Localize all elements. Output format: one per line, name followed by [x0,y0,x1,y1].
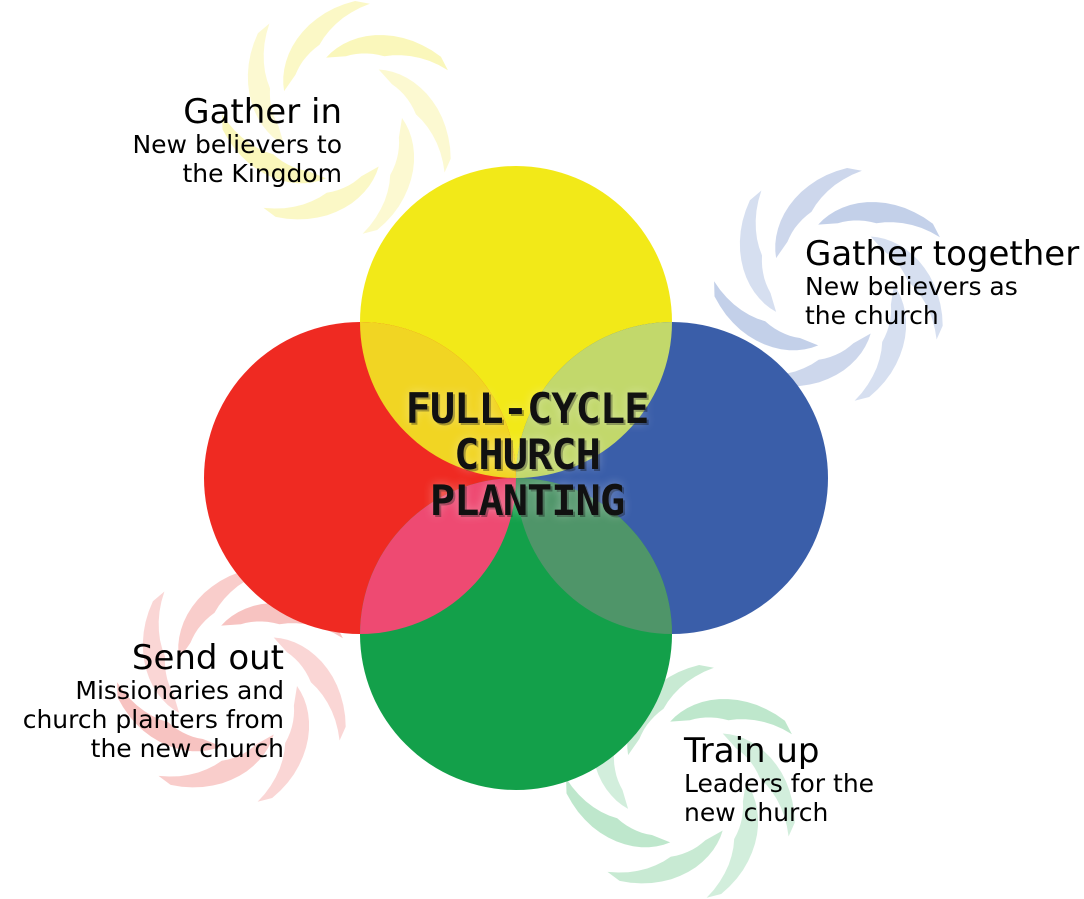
swirl-arm [566,778,671,848]
send-out-desc-line-1: Missionaries and [75,676,284,705]
gather-together-desc-line-1: New believers as [805,272,1018,301]
label-send-out: Send out Missionaries and church planter… [0,640,284,763]
center-title-line-3: PLANTING [429,476,625,525]
swirl-arm [273,637,346,741]
swirl-arm [607,830,723,884]
swirl-gather-together-decoration [714,168,943,401]
gather-in-heading: Gather in [183,92,342,132]
send-out-heading: Send out [131,638,284,678]
swirl-arm [775,168,862,259]
overlap-yellow-blue [516,322,672,478]
center-title-line-2: CHURCH [454,430,601,479]
swirl-arm [870,236,943,340]
swirl-arm [739,190,777,312]
train-up-heading: Train up [684,731,820,771]
swirl-arm [283,1,370,92]
overlap-blue-green [516,478,672,634]
swirl-arm [158,734,274,788]
gather-in-desc-line-1: New believers to [132,130,342,159]
center-title-line-1: FULL-CYCLE [405,384,650,433]
label-gather-in: Gather in New believers to the Kingdom [80,94,342,188]
center-title: FULL-CYCLE CHURCH PLANTING [332,386,722,524]
overlap-yellow-red [360,322,516,478]
swirl-arm [326,35,448,71]
swirl-arm [706,782,758,898]
train-up-desc-line-1: Leaders for the [684,769,875,798]
send-out-desc-line-3: the new church [90,734,284,763]
swirl-arm [670,699,792,735]
swirl-arm [362,118,414,234]
swirl-arm [247,23,285,145]
swirl-arm [378,69,451,173]
swirl-gather-in-decoration [222,1,451,234]
swirl-arm [854,285,906,401]
swirl-arm [257,686,309,802]
gather-together-heading: Gather together [805,234,1080,274]
swirl-arm [117,682,222,752]
gather-in-desc-line-2: the Kingdom [182,159,342,188]
swirl-arm [142,591,180,713]
swirl-arm [263,166,379,220]
swirl-arm [714,281,819,351]
label-train-up: Train up Leaders for the new church [684,733,944,827]
swirl-arm [818,202,940,238]
swirl-arm [178,569,265,660]
train-up-desc-line-2: new church [684,798,829,827]
send-out-desc-line-2: church planters from [22,705,284,734]
label-gather-together: Gather together New believers as the chu… [805,236,1084,330]
swirl-arm [222,114,327,184]
gather-together-desc-line-2: the church [805,301,939,330]
overlap-red-green [360,478,516,634]
swirl-arm [722,733,795,837]
swirl-send-out-decoration [117,569,346,802]
